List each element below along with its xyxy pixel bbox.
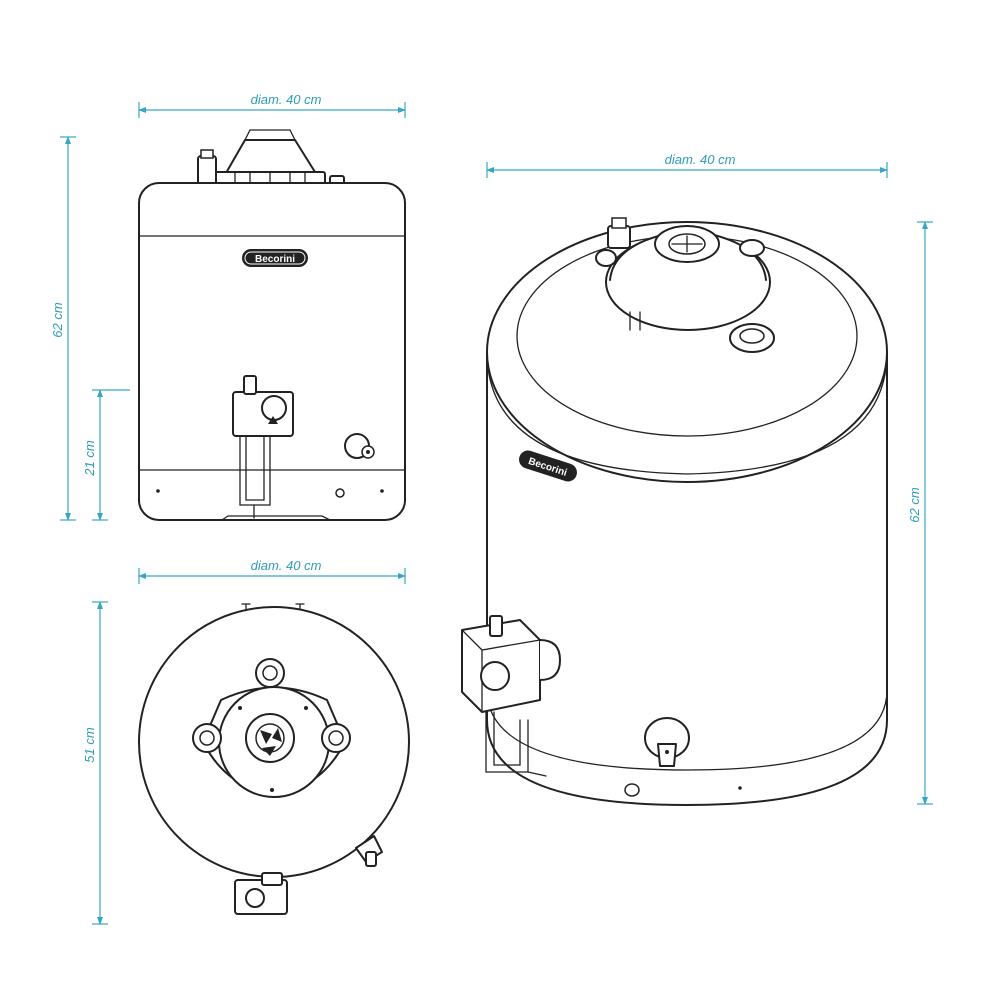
top-depth-label: 51 cm: [82, 727, 97, 763]
front-lower-label: 21 cm: [82, 440, 97, 477]
top-view: [138, 603, 410, 915]
front-view: Becorini: [138, 129, 406, 521]
top-depth-dimension: 51 cm: [82, 601, 108, 925]
top-width-label: diam. 40 cm: [251, 558, 322, 573]
front-width-label: diam. 40 cm: [251, 92, 322, 107]
iso-height-label: 62 cm: [907, 487, 922, 523]
isometric-view: Becorini: [461, 217, 888, 806]
top-width-dimension: diam. 40 cm: [138, 558, 406, 584]
svg-text:Becorini: Becorini: [255, 254, 295, 265]
front-height-dimension: 62 cm: [50, 136, 76, 521]
front-lower-dimension: 21 cm: [82, 389, 130, 521]
iso-width-dimension: diam. 40 cm: [486, 152, 888, 178]
front-height-label: 62 cm: [50, 302, 65, 338]
iso-height-dimension: 62 cm: [907, 221, 933, 805]
brand-logo: Becorini: [242, 249, 308, 267]
iso-width-label: diam. 40 cm: [665, 152, 736, 167]
front-width-dimension: diam. 40 cm: [138, 92, 406, 118]
